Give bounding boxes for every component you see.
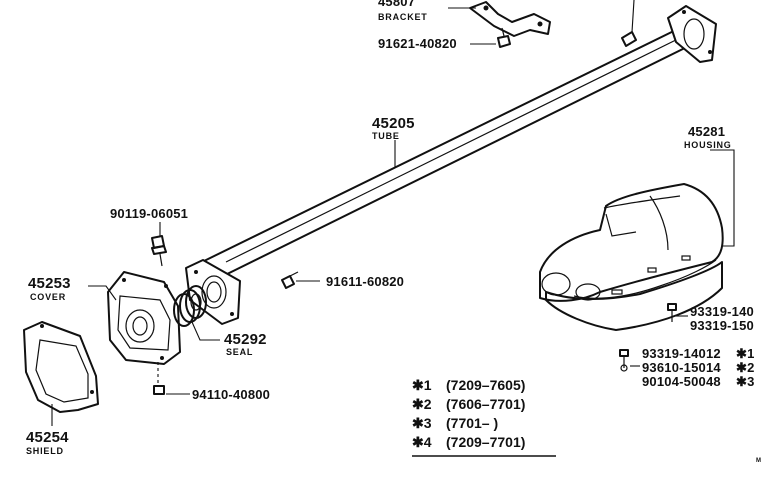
legend-range-4: (7209–7701) (446, 434, 525, 450)
seal-part-name: SEAL (226, 347, 253, 357)
tube-part-number: 45205 (372, 115, 415, 132)
bracket-part-name: BRACKET (378, 12, 428, 22)
screw-3-part-number: 90104-50048 (642, 374, 721, 389)
bracket-part-number: 45807 (378, 0, 415, 9)
screw-2-part-number: 93610-15014 (642, 360, 721, 375)
housing-drawing (539, 183, 724, 331)
corner-mark: M (756, 458, 761, 464)
leader-lines (51, 7, 735, 426)
bracket-bolt-drawing (497, 27, 511, 48)
label-housing-screws: 93319-140 93319-150 (690, 304, 754, 333)
legend-mark-3: ✱3 (412, 415, 432, 431)
tube-part-name: TUBE (372, 131, 400, 141)
legend-range-1: (7209–7605) (446, 377, 525, 393)
tube-bolt-part-number: 91611-60820 (326, 274, 404, 289)
housing-part-number: 45281 (688, 124, 725, 139)
housing-screws (619, 303, 677, 372)
label-cover: 45253 COVER (28, 275, 71, 302)
flange-bolt (621, 0, 637, 47)
housing-screw-a-part-number: 93319-140 (690, 304, 754, 319)
bracket-drawing (469, 1, 551, 37)
screw-1-mark: ✱1 (736, 346, 755, 361)
screw-3-mark: ✱3 (736, 374, 755, 389)
label-housing: 45281 HOUSING (684, 124, 732, 150)
shield-part-name: SHIELD (26, 446, 64, 456)
screw-1-part-number: 93319-14012 (642, 346, 721, 361)
bracket-bolt-part-number: 91621-40820 (378, 36, 457, 51)
applicability-legend: ✱1 (7209–7605) ✱2 (7606–7701) ✱3 (7701– … (412, 377, 556, 457)
cover-part-name: COVER (30, 292, 66, 302)
label-bracket: 45807 BRACKET (378, 0, 428, 22)
cover-screw-part-number: 94110-40800 (192, 387, 270, 402)
cover-bolt-drawing (151, 235, 167, 267)
cover-drawing (107, 271, 181, 365)
screw-2-mark: ✱2 (736, 360, 755, 375)
label-shield: 45254 SHIELD (26, 429, 69, 456)
legend-mark-1: ✱1 (412, 377, 432, 393)
shield-part-number: 45254 (26, 429, 69, 446)
label-seal: 45292 SEAL (224, 331, 267, 357)
seal-part-number: 45292 (224, 331, 267, 348)
housing-part-name: HOUSING (684, 140, 732, 150)
legend-range-3: (7701– ) (446, 415, 498, 431)
tube-bolt-drawing (281, 271, 299, 289)
legend-mark-2: ✱2 (412, 396, 432, 412)
legend-range-2: (7606–7701) (446, 396, 525, 412)
shield-drawing (23, 321, 99, 413)
seal-drawing (173, 285, 207, 327)
cover-bolt-part-number: 90119-06051 (110, 206, 188, 221)
label-variant-screws: 93319-14012 ✱1 93610-15014 ✱2 90104-5004… (642, 346, 755, 389)
cover-part-number: 45253 (28, 275, 71, 292)
cover-screw-drawing (153, 362, 165, 395)
tube-drawing (185, 5, 717, 325)
housing-screw-b-part-number: 93319-150 (690, 318, 754, 333)
legend-mark-4: ✱4 (412, 434, 432, 450)
label-tube: 45205 TUBE (372, 115, 415, 141)
